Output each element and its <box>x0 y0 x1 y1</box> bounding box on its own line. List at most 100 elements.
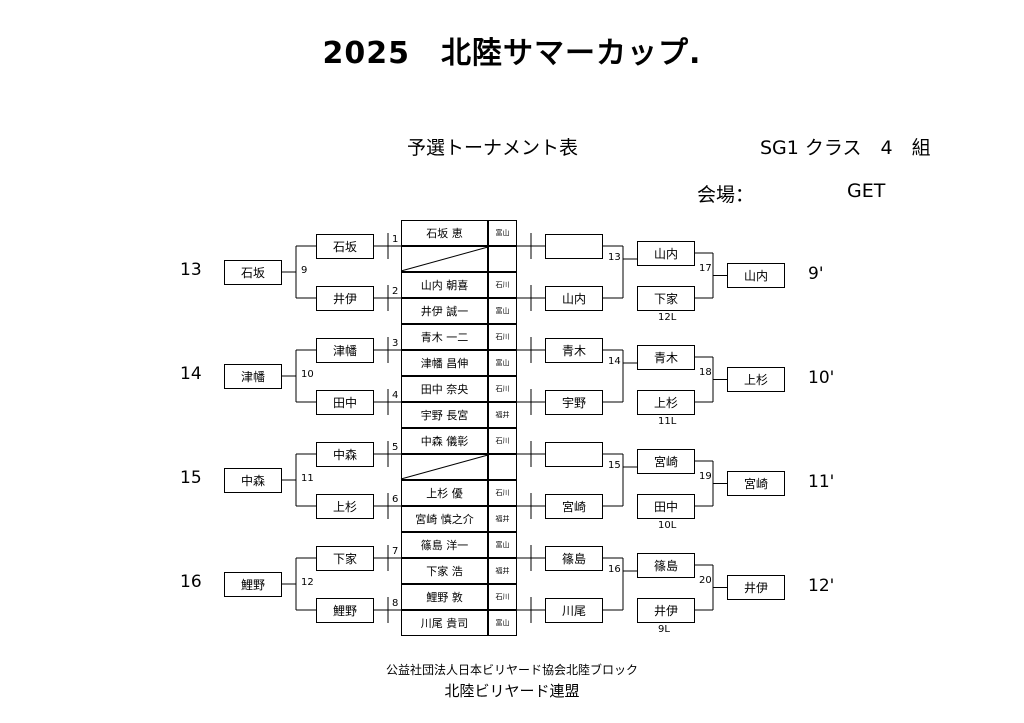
player-pref-cell: 富山 <box>488 532 517 558</box>
left-seed-number: 15 <box>180 468 202 488</box>
left-final-box: 中森 <box>224 467 282 493</box>
bracket-line <box>400 246 489 272</box>
player-pref-cell: 富山 <box>488 220 517 246</box>
left-r1-upper-box: 下家 <box>316 545 374 571</box>
right-r2-upper-box: 篠島 <box>637 552 695 578</box>
player-name-cell: 田中 奈央 <box>401 376 488 402</box>
match-number: 4 <box>392 390 399 401</box>
league-name: 北陸ビリヤード連盟 <box>444 682 580 700</box>
right-r2-upper-box: 宮崎 <box>637 448 695 474</box>
loser-note: 9L <box>658 623 670 635</box>
player-pref-cell: 石川 <box>488 272 517 298</box>
loser-note: 10L <box>658 519 677 531</box>
player-pref-cell: 富山 <box>488 298 517 324</box>
player-pref-cell: 福井 <box>488 402 517 428</box>
right-r1-lower-box: 川尾 <box>545 597 603 623</box>
match-number: 13 <box>608 252 621 263</box>
player-name-cell: 上杉 優 <box>401 480 488 506</box>
right-seed-number: 11' <box>808 471 835 492</box>
match-number: 14 <box>608 356 621 367</box>
left-final-box: 石坂 <box>224 259 282 285</box>
player-name-cell: 宇野 長宮 <box>401 402 488 428</box>
right-r2-lower-box: 井伊 <box>637 597 695 623</box>
left-r1-lower-box: 田中 <box>316 389 374 415</box>
bye-slot <box>401 246 488 272</box>
left-seed-number: 13 <box>180 260 202 280</box>
player-name-cell: 井伊 誠一 <box>401 298 488 324</box>
bracket-line <box>400 454 489 480</box>
right-final-box: 宮崎 <box>727 471 785 496</box>
match-number: 19 <box>699 470 712 482</box>
right-r1-bye-box <box>545 441 603 467</box>
left-r1-upper-box: 津幡 <box>316 337 374 363</box>
player-pref-cell: 富山 <box>488 610 517 636</box>
player-pref-cell: 石川 <box>488 324 517 350</box>
player-name-cell: 山内 朝喜 <box>401 272 488 298</box>
venue-name: GET <box>847 180 886 202</box>
right-r1-upper-box: 青木 <box>545 337 603 363</box>
left-r1-lower-box: 井伊 <box>316 285 374 311</box>
loser-note: 11L <box>658 415 677 427</box>
left-seed-number: 16 <box>180 572 202 592</box>
player-pref-cell: 石川 <box>488 584 517 610</box>
player-name-cell: 中森 儀彰 <box>401 428 488 454</box>
right-seed-number: 12' <box>808 575 835 596</box>
match-number: 16 <box>608 564 621 575</box>
player-pref-cell: 石川 <box>488 480 517 506</box>
match-number: 5 <box>392 442 399 453</box>
loser-note: 12L <box>658 311 677 323</box>
player-name-cell: 鯉野 敦 <box>401 584 488 610</box>
player-pref-cell: 福井 <box>488 506 517 532</box>
player-name-cell: 川尾 貴司 <box>401 610 488 636</box>
venue-label: 会場： <box>697 184 755 206</box>
right-r1-bye-box <box>545 233 603 259</box>
match-number: 1 <box>392 234 399 245</box>
match-number: 6 <box>392 494 399 505</box>
match-number: 20 <box>699 574 712 586</box>
right-r2-lower-box: 田中 <box>637 493 695 519</box>
right-seed-number: 9' <box>808 263 824 284</box>
right-r2-lower-box: 上杉 <box>637 389 695 415</box>
match-number: 9 <box>301 265 308 276</box>
left-seed-number: 14 <box>180 364 202 384</box>
player-name-cell: 宮崎 慎之介 <box>401 506 488 532</box>
player-name-cell: 石坂 恵 <box>401 220 488 246</box>
player-pref-cell: 富山 <box>488 350 517 376</box>
page-title: 2025 北陸サマーカップ. <box>322 36 702 71</box>
right-r2-lower-box: 下家 <box>637 285 695 311</box>
left-final-box: 鯉野 <box>224 571 282 597</box>
match-number: 12 <box>301 577 314 588</box>
player-pref-cell: 石川 <box>488 428 517 454</box>
player-name-cell: 津幡 昌伸 <box>401 350 488 376</box>
right-r2-upper-box: 山内 <box>637 240 695 266</box>
left-r1-upper-box: 中森 <box>316 441 374 467</box>
player-pref-cell: 石川 <box>488 376 517 402</box>
right-final-box: 井伊 <box>727 575 785 600</box>
bye-slot <box>401 454 488 480</box>
class-label: SG1 クラス 4 組 <box>760 137 931 159</box>
right-r1-upper-box: 篠島 <box>545 545 603 571</box>
left-r1-upper-box: 石坂 <box>316 233 374 259</box>
left-r1-lower-box: 上杉 <box>316 493 374 519</box>
bye-slot-pref <box>488 454 517 480</box>
left-r1-lower-box: 鯉野 <box>316 597 374 623</box>
organizer-name: 公益社団法人日本ビリヤード協会北陸ブロック <box>385 663 638 677</box>
match-number: 11 <box>301 473 314 484</box>
player-pref-cell: 福井 <box>488 558 517 584</box>
player-name-cell: 青木 一二 <box>401 324 488 350</box>
match-number: 10 <box>301 369 314 380</box>
right-r1-lower-box: 宮崎 <box>545 493 603 519</box>
right-final-box: 山内 <box>727 263 785 288</box>
bye-slot-pref <box>488 246 517 272</box>
right-r1-lower-box: 宇野 <box>545 389 603 415</box>
right-seed-number: 10' <box>808 367 835 388</box>
right-r2-upper-box: 青木 <box>637 344 695 370</box>
match-number: 17 <box>699 262 712 274</box>
player-name-cell: 篠島 洋一 <box>401 532 488 558</box>
match-number: 7 <box>392 546 399 557</box>
left-final-box: 津幡 <box>224 363 282 389</box>
match-number: 18 <box>699 366 712 378</box>
match-number: 15 <box>608 460 621 471</box>
match-number: 2 <box>392 286 399 297</box>
